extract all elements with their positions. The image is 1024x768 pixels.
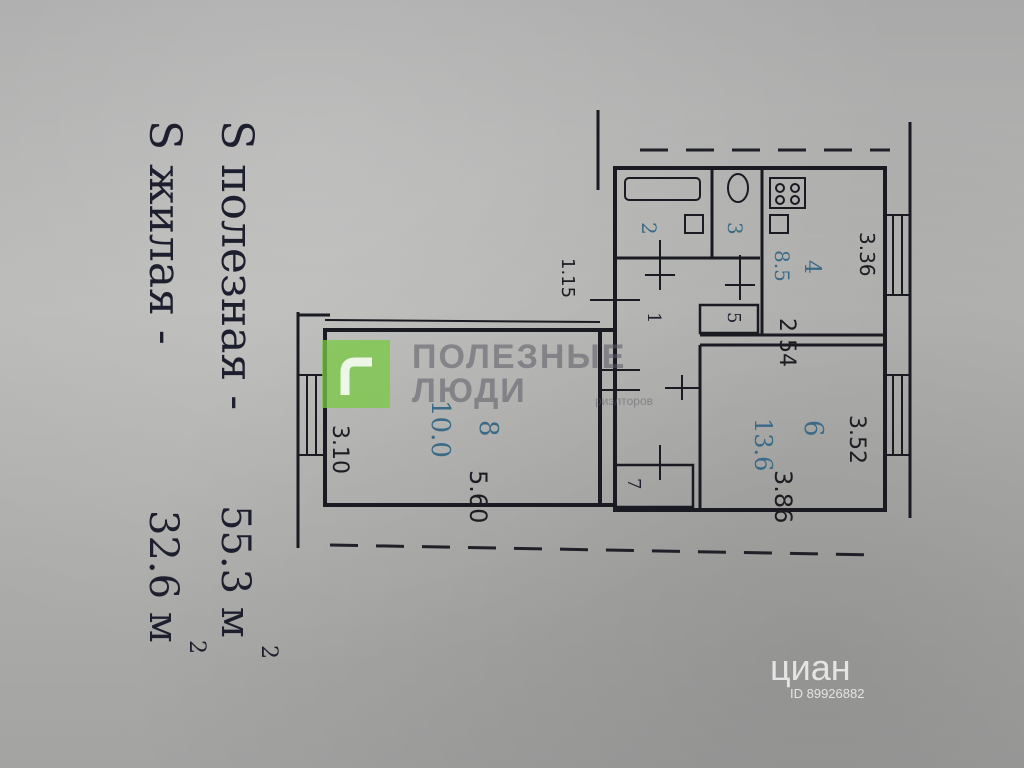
useful-area-exp: 2 — [256, 645, 281, 659]
room-4-depth: 3.36 — [855, 232, 879, 277]
room-6-number: 6 — [798, 420, 828, 437]
cian-logo: циан — [770, 647, 851, 688]
cian-id: ID 89926882 — [790, 686, 864, 701]
room-2-number: 2 — [637, 222, 661, 235]
room-3-number: 3 — [723, 222, 747, 235]
room-8-number: 8 — [473, 420, 503, 437]
room-6-depth: 3.52 — [844, 415, 869, 464]
stove-icon — [769, 177, 806, 209]
walls — [296, 110, 912, 548]
closet-7 — [613, 463, 695, 509]
room-8-width: 5.60 — [464, 470, 492, 523]
room-8-depth: 3.10 — [327, 425, 352, 474]
window-room-8 — [297, 374, 326, 456]
room-4-width: 2.54 — [774, 318, 799, 367]
area-notes: S полезная - 55.3 м 2 S жилая - 32.6 м 2 — [139, 120, 281, 659]
watermark-logo — [322, 340, 390, 408]
watermark-line1: ПОЛЕЗНЫЕ — [412, 338, 626, 376]
dashed-bottom-line — [329, 543, 881, 557]
fixtures — [624, 173, 806, 234]
window-room-6 — [884, 374, 911, 456]
watermark-line2: ЛЮДИ — [412, 372, 527, 410]
room-8-area: 10.0 — [425, 400, 455, 458]
room-5-number: 5 — [723, 312, 744, 323]
window-kitchen — [884, 214, 911, 296]
room-labels: 8 10.0 5.60 3.10 6 13.6 3.86 3.52 4 8.5 … — [327, 222, 879, 523]
living-area-label: S жилая - — [139, 120, 190, 345]
watermark-subtitle: риэлторов — [595, 394, 653, 408]
room-4-number: 4 — [799, 260, 824, 274]
door-marks — [590, 240, 755, 480]
room-6-area: 13.6 — [749, 418, 777, 471]
room-4-area: 8.5 — [770, 250, 794, 282]
sink-icon — [684, 214, 704, 234]
useful-area-label: S полезная - — [211, 120, 262, 410]
left-room-top-line — [324, 319, 601, 323]
bathtub-icon — [624, 177, 701, 201]
watermark: ПОЛЕЗНЫЕ ЛЮДИ риэлторов — [412, 338, 653, 410]
room-1-number: 1 — [643, 312, 664, 323]
windows — [297, 214, 911, 456]
cian-watermark: циан ID 89926882 — [770, 647, 864, 701]
room-6-width: 3.86 — [769, 470, 797, 523]
dimension-misc: 1.15 — [557, 258, 578, 298]
main-block-outline — [613, 166, 887, 512]
kitchen-sink-icon — [769, 214, 789, 234]
dashed-boundary — [329, 148, 890, 557]
watermark-logo-square — [322, 340, 390, 408]
living-area-value: 32.6 м — [140, 510, 186, 643]
room-7-number: 7 — [623, 478, 644, 489]
closet-5 — [698, 303, 760, 335]
living-area-exp: 2 — [184, 640, 209, 654]
useful-area-value: 55.3 м — [212, 505, 258, 638]
toilet-icon — [727, 173, 749, 203]
